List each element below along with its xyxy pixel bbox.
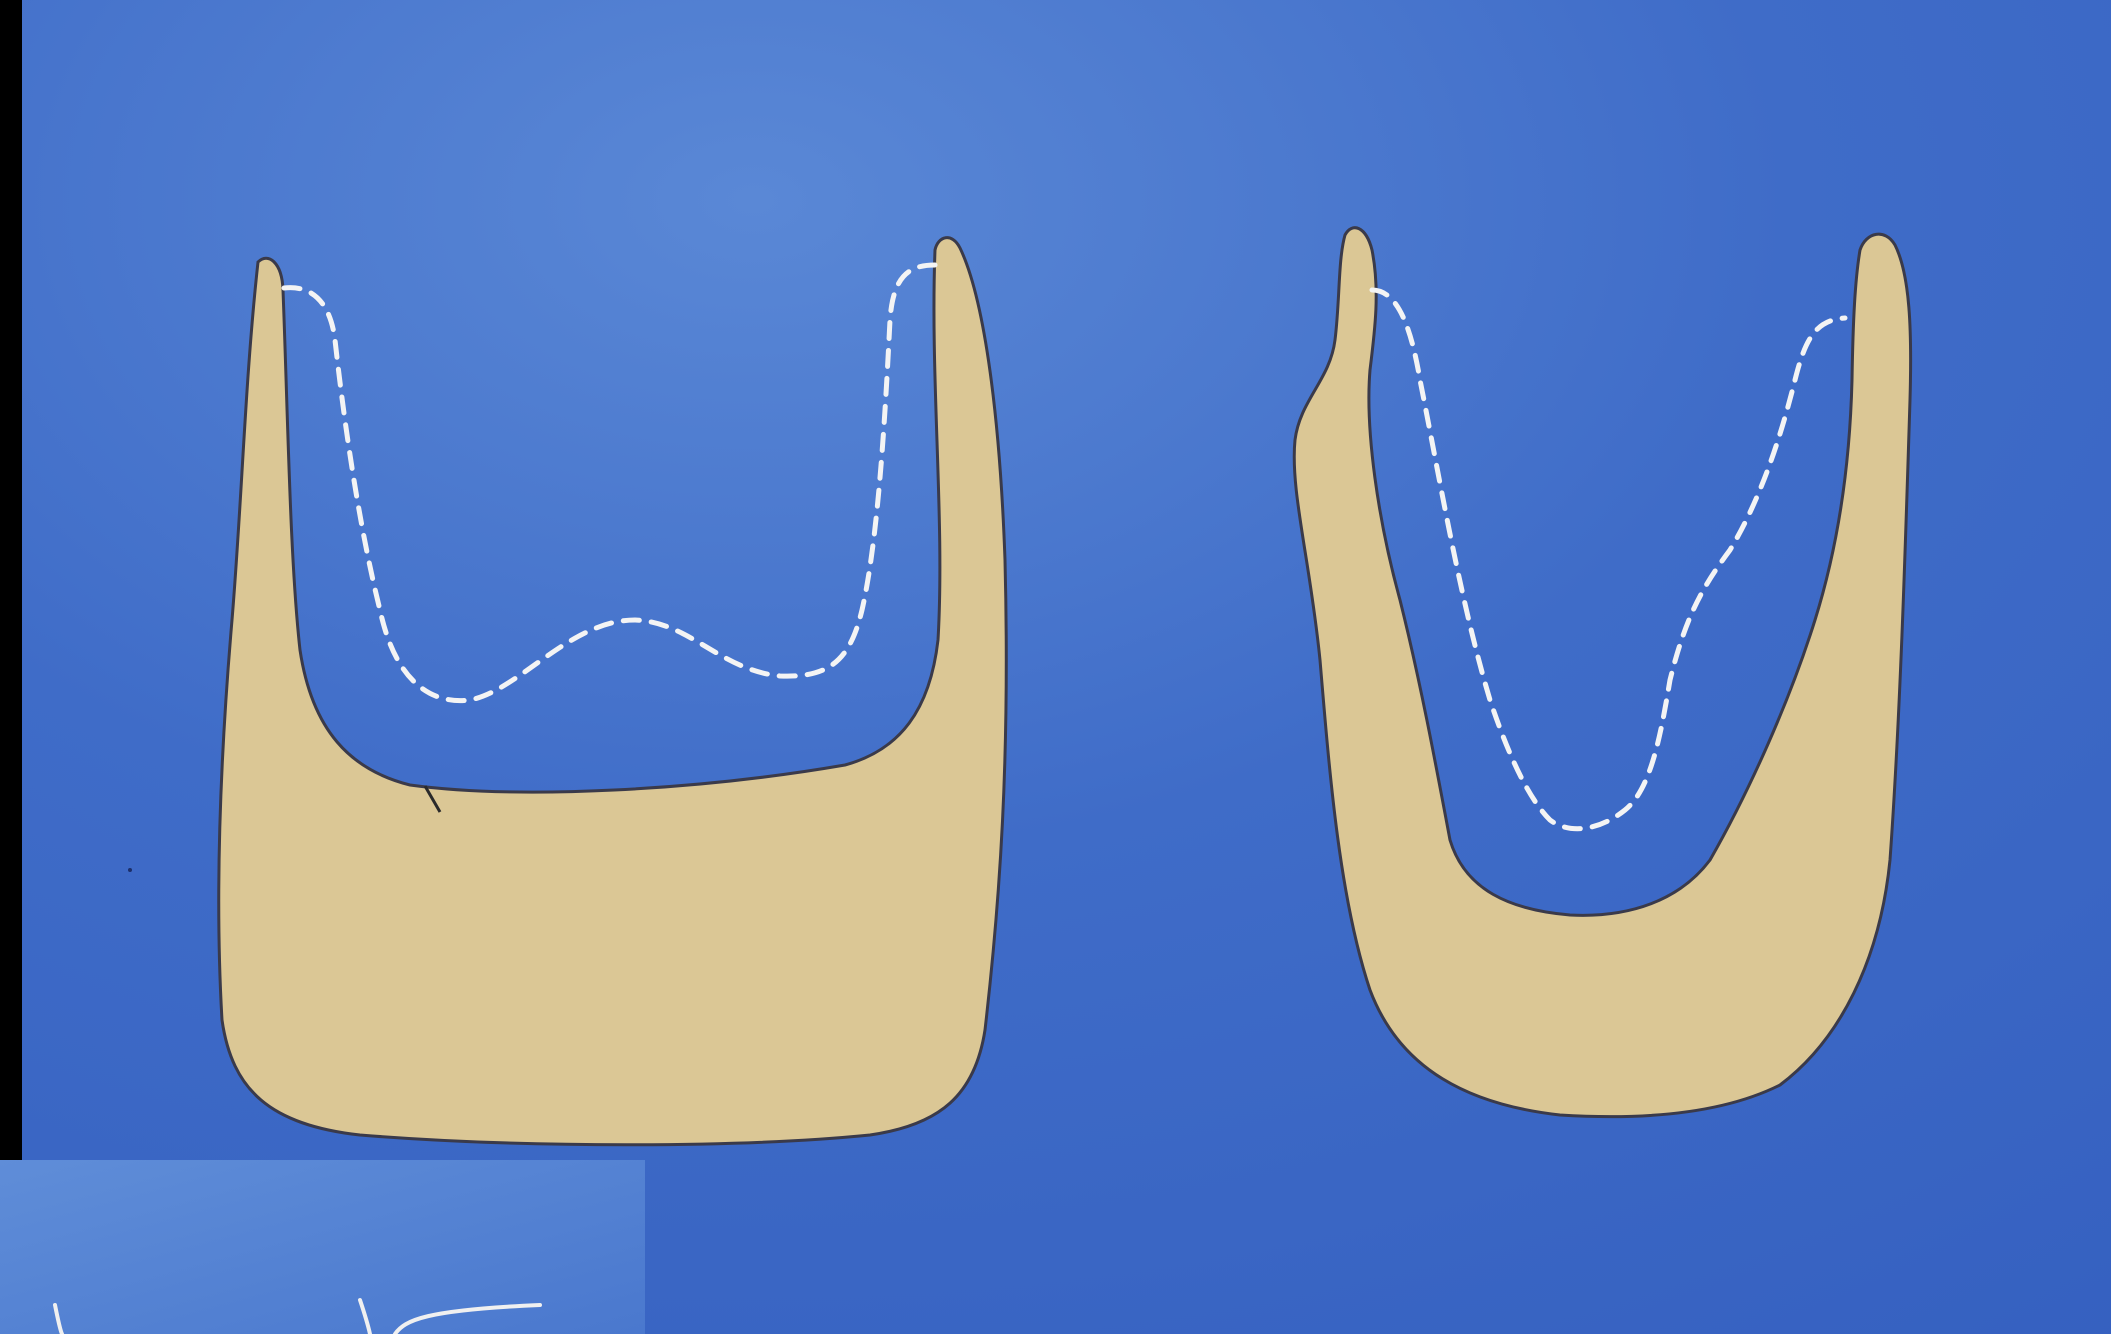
- inset-panel: [0, 1160, 645, 1334]
- speck: [128, 868, 132, 872]
